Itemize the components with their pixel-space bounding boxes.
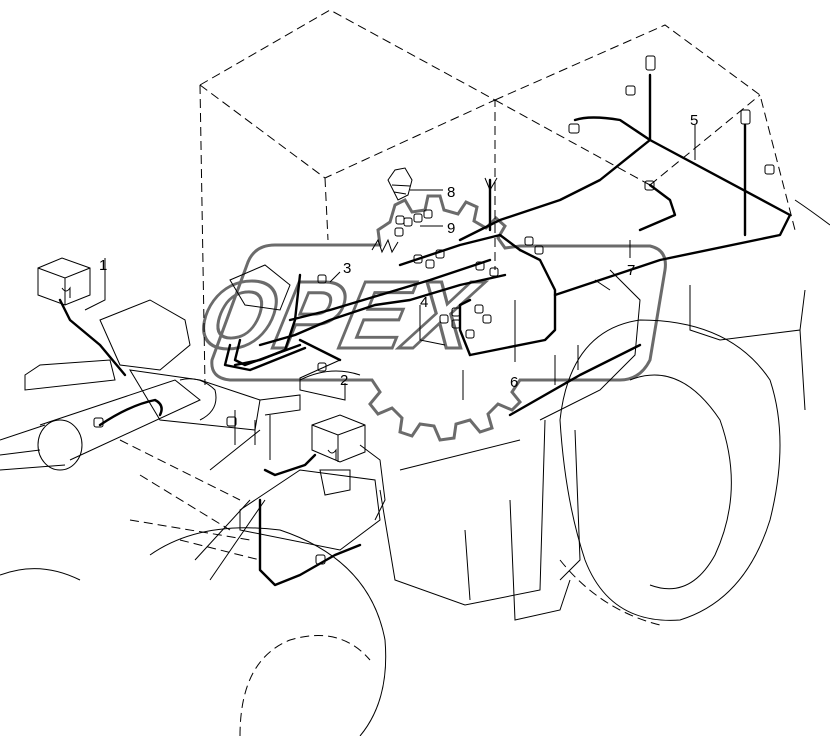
callout-2: 2 (340, 372, 348, 389)
rear-wheel (559, 319, 781, 626)
watermark-gear-outline (210, 194, 667, 442)
relay-box-2 (311, 414, 366, 463)
front-frame (0, 264, 386, 581)
callout-6: 6 (510, 374, 518, 391)
wiring-harness (58, 73, 792, 587)
cab-outline (199, 9, 496, 386)
main-body (299, 269, 641, 621)
relay-box-1 (37, 257, 91, 306)
leader-lines (84, 125, 696, 460)
engine-hood-outline (494, 24, 830, 411)
callout-4: 4 (420, 294, 428, 311)
callout-8: 8 (447, 184, 455, 201)
connectors (93, 55, 775, 565)
watermark: OPEX (188, 194, 667, 442)
callout-1: 1 (99, 257, 107, 274)
callout-9: 9 (447, 220, 455, 237)
callouts: 1 2 3 4 5 6 7 8 9 (99, 112, 698, 391)
front-wheel (0, 527, 387, 736)
callout-3: 3 (343, 260, 351, 277)
callout-7: 7 (627, 262, 635, 279)
callout-5: 5 (690, 112, 698, 129)
